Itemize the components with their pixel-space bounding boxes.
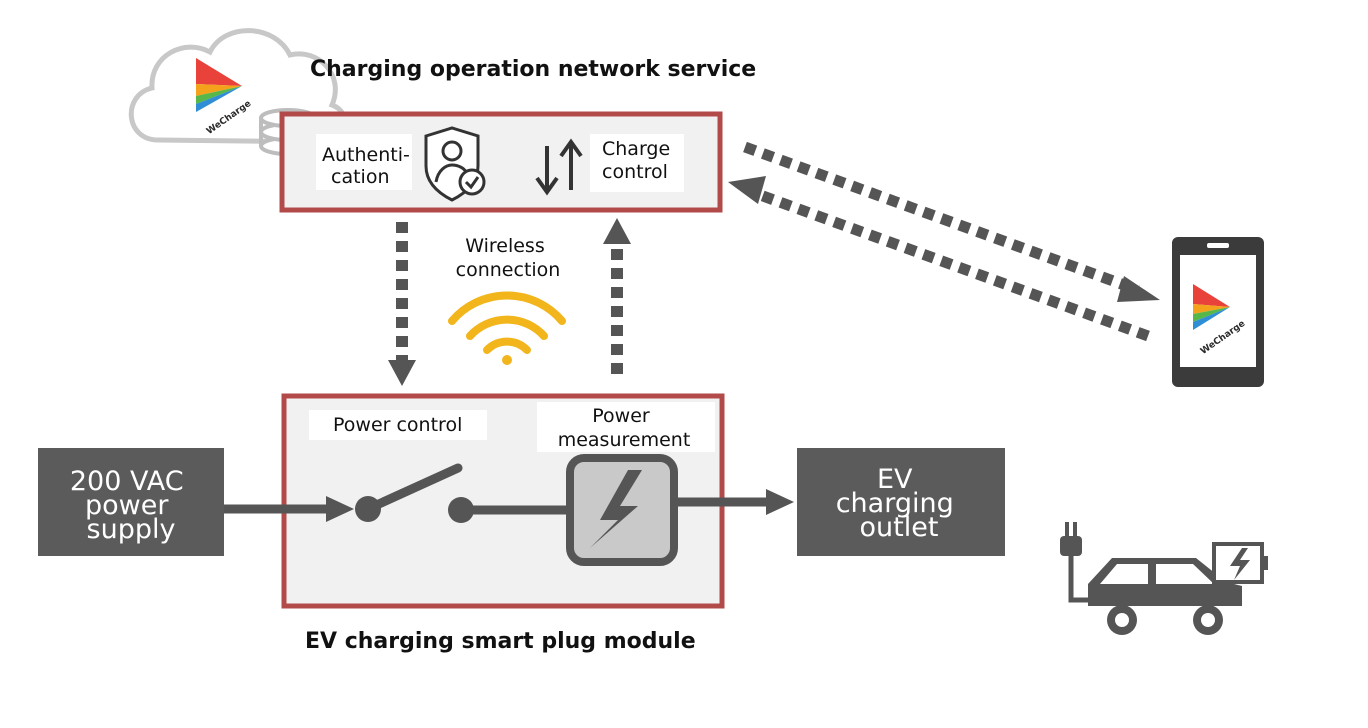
battery-charging-icon xyxy=(1212,542,1268,584)
power-measurement-label: Power measurement xyxy=(558,405,691,451)
smartphone-icon: WeCharge xyxy=(1172,237,1264,387)
power-control-label-bg xyxy=(309,410,487,440)
power-control-label: Power control xyxy=(333,414,462,436)
supply-arrowhead xyxy=(326,496,354,522)
switch-icon xyxy=(355,463,474,523)
user-shield-check-icon xyxy=(424,126,486,202)
power-supply-box xyxy=(38,448,224,556)
charge-control-label: Charge control xyxy=(602,138,676,183)
up-down-arrows-icon xyxy=(535,138,583,196)
service-to-phone-arrow xyxy=(743,141,1140,296)
ev-car-icon xyxy=(1060,522,1242,635)
charge-control-label-bg xyxy=(590,134,684,192)
service-to-phone-arrowhead xyxy=(1117,276,1160,302)
network-service-title: Charging operation network service xyxy=(310,57,756,82)
downlink-arrowhead xyxy=(388,360,416,386)
wifi-icon xyxy=(448,291,566,365)
authentication-label: Authenti- cation xyxy=(322,144,416,188)
power-supply-label: 200 VAC power supply xyxy=(70,466,192,545)
outlet-arrowhead xyxy=(766,489,794,515)
phone-to-service-arrow xyxy=(750,186,1150,342)
ev-outlet-box xyxy=(797,448,1005,556)
uplink-arrowhead xyxy=(603,218,631,244)
smart-plug-module-title: EV charging smart plug module xyxy=(305,629,696,654)
wireless-label: Wireless connection xyxy=(456,235,561,281)
power-measurement-label-bg xyxy=(537,402,715,452)
phone-to-service-arrowhead xyxy=(728,176,766,204)
authentication-label-bg xyxy=(316,134,412,190)
ev-outlet-label: EV charging outlet xyxy=(836,464,963,543)
lightning-meter-icon xyxy=(566,454,678,566)
